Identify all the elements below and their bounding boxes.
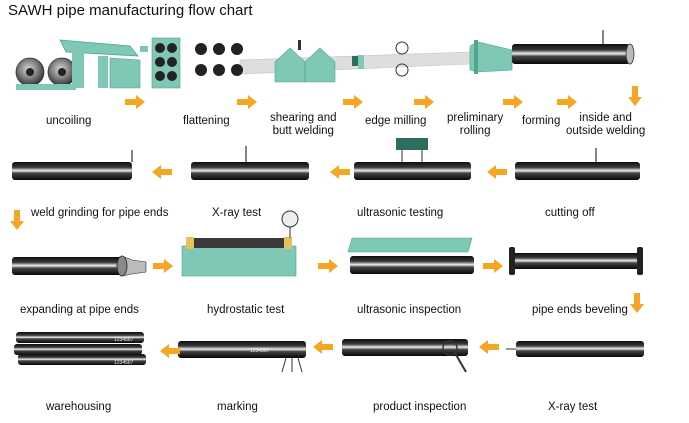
label-uncoiling: uncoiling [46, 115, 92, 127]
flattening-machine [151, 37, 243, 89]
label-xray-test-2: X-ray test [548, 401, 598, 413]
pipe-cutting-off [515, 148, 640, 180]
label-inside-outside-welding: inside and outside welding [566, 112, 646, 137]
flow-arrow-14 [483, 259, 503, 273]
label-xray-test-1: X-ray test [212, 207, 262, 219]
label-edge-milling: edge milling [365, 115, 427, 127]
pipe-weld-grinding [12, 150, 133, 180]
flow-arrow-13 [318, 259, 338, 273]
flow-arrow-6 [557, 95, 577, 109]
flow-arrow-2 [237, 95, 257, 109]
chart-title: SAWH pipe manufacturing flow chart [8, 2, 253, 19]
pipe-marking-text-1: 1234567 [114, 337, 134, 343]
flow-arrows [10, 86, 644, 358]
pipe-marking-text-3: 1234567 [250, 348, 270, 354]
flow-arrow-8 [487, 165, 507, 179]
label-warehousing: warehousing [46, 401, 112, 413]
flow-arrow-16 [479, 340, 499, 354]
label-cutting-off: cutting off [545, 207, 595, 219]
production-line-row2 [12, 138, 640, 180]
label-pipe-ends-beveling: pipe ends beveling [532, 304, 628, 316]
forming-machine [469, 40, 513, 74]
uncoiler-machine [15, 39, 148, 90]
flow-arrow-7 [628, 86, 642, 106]
pipe-xray-test-2 [506, 341, 644, 357]
flow-arrow-5 [503, 95, 523, 109]
label-weld-grinding: weld grinding for pipe ends [31, 207, 169, 219]
pipe-ultrasonic-testing [354, 138, 471, 180]
label-expanding: expanding at pipe ends [20, 304, 139, 316]
pipe-ends-beveling [509, 247, 643, 275]
flow-arrow-9 [330, 165, 350, 179]
flow-arrow-4 [414, 95, 434, 109]
shearing-welding-machine [274, 40, 336, 83]
flow-arrow-18 [160, 344, 180, 358]
label-forming: forming [522, 115, 561, 127]
ultrasonic-inspection-rig [347, 237, 474, 274]
production-line-row4: 1234567 1234567 1234567 [14, 332, 644, 373]
pipe-marking-text-2: 1234567 [114, 360, 134, 366]
label-shearing-butt-welding: shearing and butt welding [270, 112, 337, 137]
production-line-row3 [12, 210, 643, 277]
pipe-expanding [12, 255, 147, 277]
hydrostatic-test-rig [181, 210, 299, 277]
flow-arrow-12 [153, 259, 173, 273]
pipe-marking: 1234567 [178, 341, 306, 373]
flow-arrow-1 [125, 95, 145, 109]
pipe-product-inspection [342, 339, 468, 373]
flow-arrow-3 [343, 95, 363, 109]
flow-arrow-11 [10, 210, 24, 230]
label-ultrasonic-inspection: ultrasonic inspection [357, 304, 462, 316]
warehouse-pipe-stack: 1234567 1234567 [14, 332, 146, 366]
label-preliminary-rolling: preliminary rolling [447, 112, 504, 137]
welded-pipe-row1 [512, 30, 635, 65]
flow-arrow-17 [313, 340, 333, 354]
label-marking: marking [217, 401, 258, 413]
label-product-inspection: product inspection [373, 401, 467, 413]
production-line-row1 [15, 30, 635, 90]
edge-milling-machine [352, 55, 364, 69]
label-ultrasonic-testing: ultrasonic testing [357, 207, 444, 219]
preliminary-rolling-machine [395, 41, 409, 77]
flow-arrow-15 [630, 293, 644, 313]
flow-arrow-10 [152, 165, 172, 179]
pipe-xray-test [191, 146, 309, 180]
label-flattening: flattening [183, 115, 230, 127]
label-hydrostatic-test: hydrostatic test [207, 304, 285, 316]
